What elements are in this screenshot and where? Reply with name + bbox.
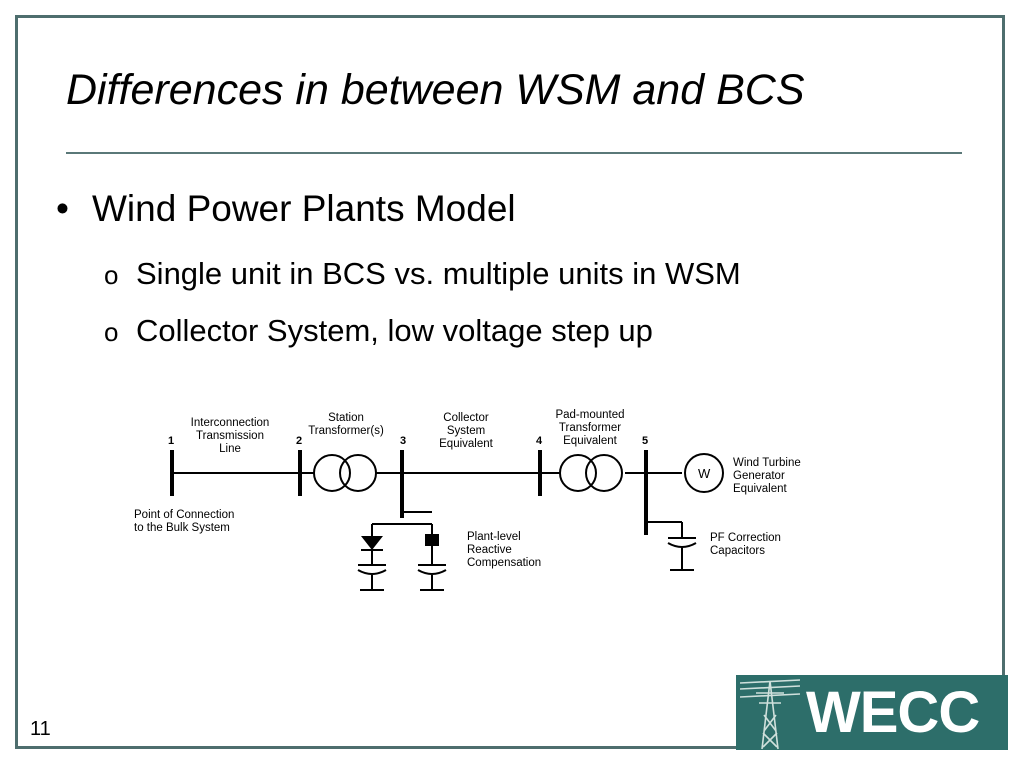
label-plant-level-line1: Plant-level (467, 531, 521, 543)
label-plant-level-line3: Compensation (467, 557, 541, 569)
label-pf-correction-line1: PF Correction (710, 532, 781, 544)
generator-w-label: W (698, 466, 711, 481)
label-point-of-connection-line1: Point of Connection (134, 509, 234, 521)
label-wind-turbine-line2: Generator (733, 470, 785, 482)
label-station-line2: Transformer(s) (308, 425, 384, 437)
label-padmounted-line2: Transformer (559, 422, 621, 434)
label-interconnection-line1: Interconnection (191, 417, 270, 429)
bus-number-4: 4 (536, 435, 543, 447)
page-number: 11 (30, 718, 51, 740)
label-wind-turbine-line1: Wind Turbine (733, 457, 801, 469)
bus-number-3: 3 (400, 435, 406, 447)
label-collector-line1: Collector (443, 412, 489, 424)
bus-number-5: 5 (642, 435, 648, 447)
subbullet-collector-system: o Collector System, low voltage step up (104, 313, 653, 349)
bullet-wind-power-plants-model: • Wind Power Plants Model (56, 188, 516, 230)
logo-wordmark: WECC (806, 680, 980, 745)
label-interconnection-line3: Line (219, 443, 241, 455)
transmission-tower-icon (740, 679, 800, 750)
label-pf-correction-line2: Capacitors (710, 545, 765, 557)
label-station-line1: Station (328, 412, 364, 424)
bus-number-2: 2 (296, 435, 302, 447)
label-point-of-connection-line2: to the Bulk System (134, 522, 230, 534)
title-divider (66, 152, 962, 154)
bullet-dot-icon: • (56, 188, 69, 229)
subbullet-single-unit: o Single unit in BCS vs. multiple units i… (104, 256, 741, 292)
subbullet-circle-icon: o (104, 260, 119, 290)
slide-frame (15, 15, 1005, 749)
bullet-label: Wind Power Plants Model (92, 188, 516, 229)
slide-title: Differences in between WSM and BCS (66, 66, 805, 114)
diode-icon (361, 536, 383, 550)
breaker-icon (425, 534, 439, 546)
label-padmounted-line3: Equivalent (563, 435, 618, 447)
wind-generator-symbol (684, 453, 724, 493)
label-padmounted-line1: Pad-mounted (555, 409, 624, 421)
label-collector-line3: Equivalent (439, 438, 494, 450)
subbullet-circle-icon: o (104, 317, 119, 347)
label-wind-turbine-line3: Equivalent (733, 483, 788, 495)
label-plant-level-line2: Reactive (467, 544, 512, 556)
padmount-transformer-winding-b (585, 454, 623, 492)
label-interconnection-line2: Transmission (196, 430, 264, 442)
subbullet-label: Single unit in BCS vs. multiple units in… (136, 256, 741, 291)
subbullet-label: Collector System, low voltage step up (136, 313, 653, 348)
label-collector-line2: System (447, 425, 485, 437)
wecc-logo: WECC (736, 675, 1008, 750)
bus-number-1: 1 (168, 435, 174, 447)
wind-plant-one-line-diagram: 1 2 3 4 5 W Interconnection Transmission… (134, 409, 801, 591)
